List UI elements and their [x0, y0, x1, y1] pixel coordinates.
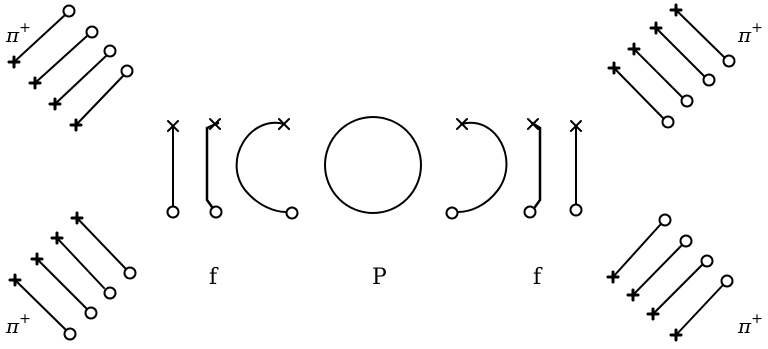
pion-line-br-1 — [606, 213, 672, 284]
pion-line-tl-4 — [69, 64, 134, 132]
pion-line-br-2 — [626, 234, 693, 302]
pion-line-br-3 — [646, 254, 714, 321]
pion-group-bottom-left — [8, 211, 137, 341]
left-f-exchange — [166, 118, 299, 220]
pomeron-label: P — [372, 265, 387, 290]
pi-label-top-left: π+ — [5, 20, 31, 47]
left-bent-string — [205, 118, 223, 219]
pomeron-loop — [324, 116, 422, 214]
pi-label-top-right: π+ — [737, 20, 763, 47]
left-arc-string — [235, 118, 299, 220]
right-f-label: f — [533, 265, 543, 290]
left-f-label: f — [209, 265, 219, 290]
pion-group-top-left — [7, 4, 134, 132]
pion-line-tr-4 — [607, 61, 675, 129]
pion-line-br-4 — [669, 274, 734, 342]
right-arc-string — [445, 118, 508, 220]
pi-label-bottom-right: π+ — [737, 311, 763, 338]
pion-line-bl-3 — [30, 252, 98, 320]
pion-line-tl-1 — [7, 4, 76, 69]
pi-label-bottom-left: π+ — [5, 311, 31, 338]
pion-group-bottom-right — [606, 213, 734, 342]
pion-line-bl-2 — [50, 231, 117, 300]
left-straight-string — [166, 120, 180, 219]
pion-line-tr-2 — [649, 21, 716, 87]
pion-line-tr-3 — [627, 42, 694, 108]
right-f-exchange — [445, 118, 583, 220]
right-straight-string — [569, 120, 583, 217]
pion-line-tr-1 — [669, 3, 736, 68]
pion-line-tl-3 — [48, 44, 117, 111]
pion-line-tl-2 — [28, 25, 99, 90]
right-bent-string — [523, 118, 542, 219]
pion-line-bl-1 — [70, 211, 137, 280]
pion-line-bl-4 — [8, 273, 77, 341]
pion-group-top-right — [607, 3, 736, 129]
